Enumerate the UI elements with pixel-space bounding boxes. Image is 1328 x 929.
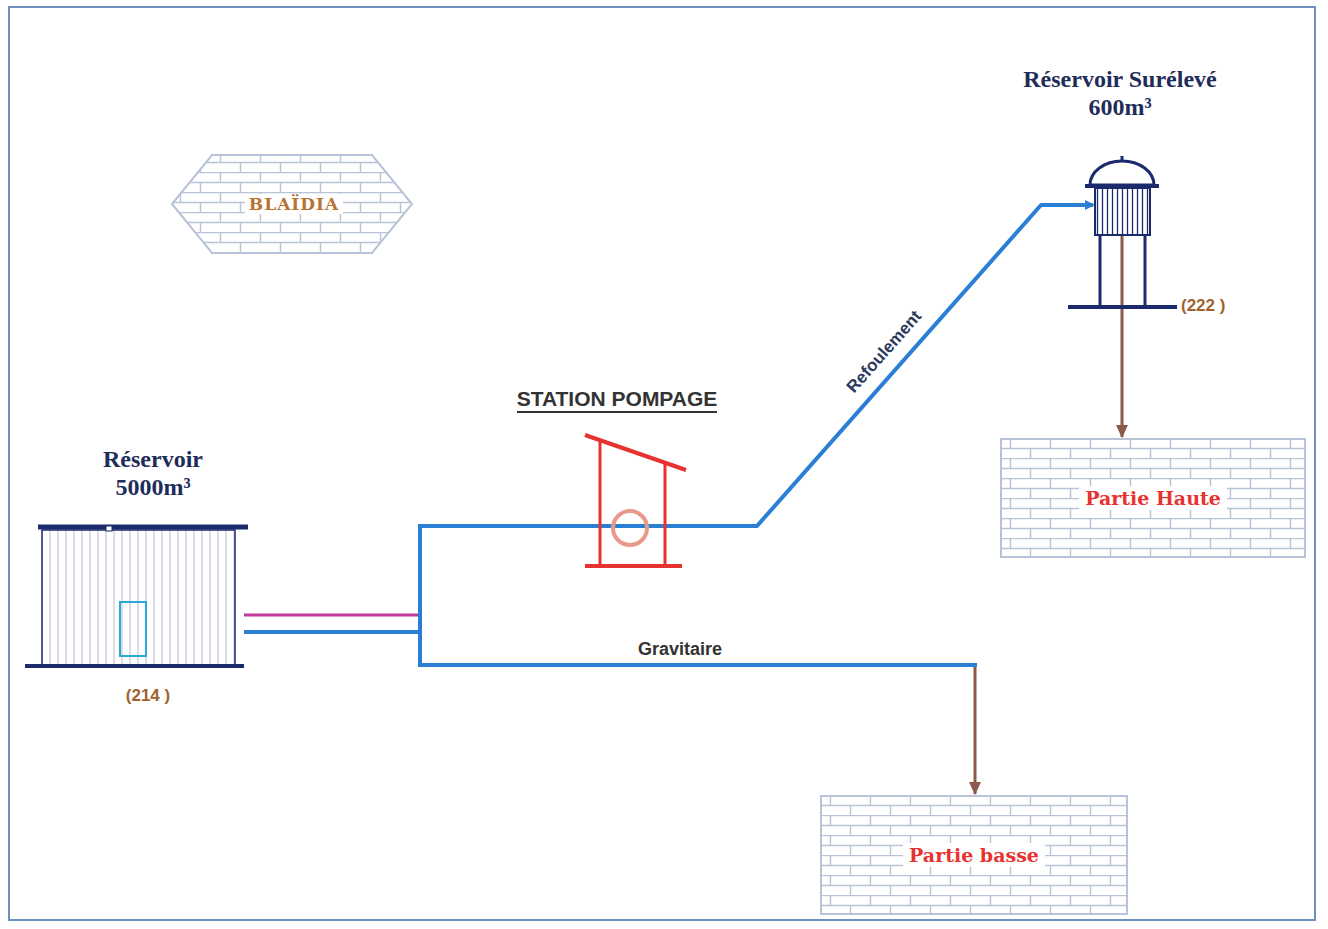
tower-heading: Réservoir Surélevé 600m³ [994,66,1246,121]
station-floor [585,564,682,568]
distribution-pipe [974,667,977,794]
zone-name: Partie basse [903,843,1045,867]
outlet-pipe [244,615,418,632]
pipe-connector [244,524,492,667]
elevation-number: (214 ) [126,686,170,706]
station-drawing [492,385,754,573]
reservoir-body [42,530,235,665]
roof-hatch [106,526,112,531]
tower-base [1068,305,1177,309]
reservoir-roof [38,525,248,530]
reservoir-door [120,602,146,656]
reservoir-base [25,664,244,668]
distribution-pipe [1121,322,1124,437]
pipe-connector [1122,322,1123,437]
zone-name: Partie Haute [1079,486,1227,510]
gravity-pipe [244,632,977,665]
brickbox-node: Partie Haute [1000,438,1306,558]
reservoir-node: Réservoir 5000m³ (214 ) [22,440,244,715]
brick-outline [172,155,412,253]
tower-dome [1090,161,1154,185]
brick-outline [821,796,1127,914]
brick-outline [1001,439,1305,557]
tower-node: Réservoir Surélevé 600m³ (222 ) [985,60,1255,322]
brickbox-node: Partie basse [820,795,1128,915]
dome-tip [1121,156,1124,160]
suction-pipe [418,524,492,528]
tower-tank [1095,188,1150,235]
hex-node: BLAÏDIA [170,152,414,256]
station-node: STATION POMPAGE [492,385,754,573]
reservoir-heading: Réservoir 5000m³ [83,446,223,501]
place-name: BLAÏDIA [245,194,343,214]
tower-leg [1100,235,1145,307]
station-title: STATION POMPAGE [517,387,718,413]
pipe-connector [244,632,977,794]
station-wall [600,441,665,565]
pipe-through-station [492,524,754,528]
pump-symbol [613,511,647,545]
elevation-number: (222 ) [1181,296,1225,316]
pipe-label: Gravitaire [638,639,722,660]
